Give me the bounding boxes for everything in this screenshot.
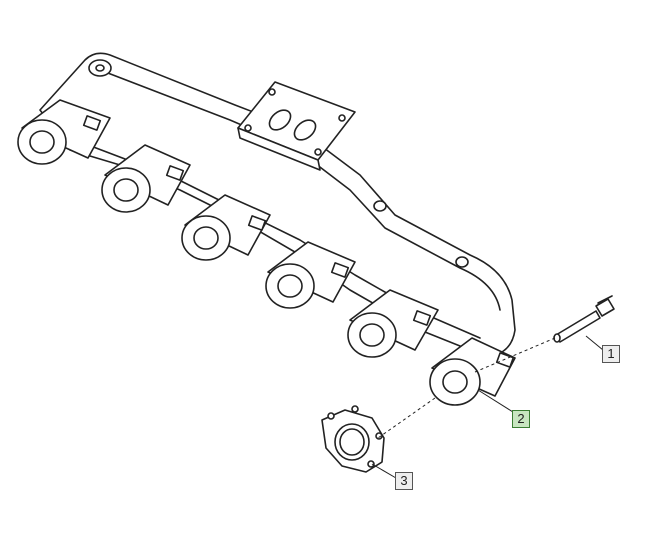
flange-bolt-hole: [244, 124, 252, 132]
port-bore-5: [359, 323, 385, 347]
port-bore-4: [277, 274, 303, 298]
leader-line-3: [371, 463, 397, 479]
turbo-flange-side: [237, 127, 321, 171]
callout-1[interactable]: 1: [602, 345, 620, 363]
flange-bolt-hole: [338, 114, 346, 122]
leader-line-2: [477, 389, 514, 413]
sensor-boss: [373, 200, 387, 212]
port-bore-3: [193, 226, 219, 250]
port-stud-5: [412, 310, 432, 326]
callout-2[interactable]: 2: [512, 410, 530, 428]
callout-3[interactable]: 3: [395, 472, 413, 490]
port-stud-6: [495, 352, 515, 368]
port-bore-6: [442, 370, 468, 394]
flange-bolt-hole: [314, 148, 322, 156]
port-stud-4: [330, 262, 350, 278]
port-bore-2: [113, 178, 139, 202]
sensor-boss: [455, 256, 469, 268]
port-bore-1: [29, 130, 55, 154]
bolt[interactable]: [553, 295, 615, 343]
port-stud-3: [247, 215, 267, 231]
gasket[interactable]: [321, 405, 385, 473]
flange-bolt-hole: [268, 88, 276, 96]
port-stud-2: [165, 165, 185, 181]
assembly-axis: [377, 337, 556, 439]
flange-port-right: [293, 119, 317, 141]
mounting-boss-hole: [95, 64, 105, 72]
manifold-rib: [99, 69, 501, 311]
port-stud-1: [82, 115, 102, 131]
port-runner-1: [21, 99, 111, 159]
flange-port-left: [268, 109, 292, 131]
leader-line-1: [585, 335, 604, 351]
